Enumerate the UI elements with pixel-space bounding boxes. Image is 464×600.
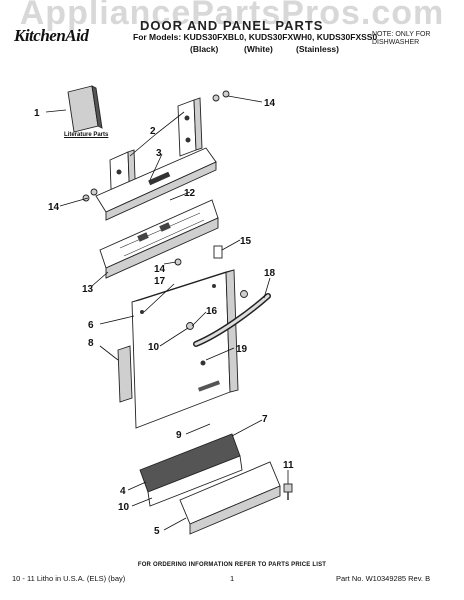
screw-14-top-a: [212, 94, 220, 102]
callout-13: 13: [82, 284, 94, 295]
footer-page-number: 1: [230, 574, 235, 583]
callout-4: 4: [120, 486, 126, 497]
top-trim-panel: [95, 147, 217, 221]
brand-logo: KitchenAid: [14, 26, 89, 45]
callout-14-mid: 14: [154, 264, 166, 275]
screw-14-left-b: [90, 188, 98, 196]
callout-17: 17: [154, 276, 166, 287]
callout-14-left: 14: [48, 202, 60, 213]
variant-white: (White): [244, 44, 273, 54]
literature-booklet: [67, 85, 103, 133]
callout-14-top: 14: [264, 98, 276, 109]
lower-panel: [179, 461, 281, 535]
callout-2: 2: [150, 126, 156, 137]
callout-10-upper: 10: [148, 342, 160, 353]
callout-3: 3: [156, 148, 162, 159]
screw-14-left-a: [82, 194, 90, 202]
callout-19: 19: [236, 344, 248, 355]
product-line-1: NOTE: ONLY FOR: [372, 31, 431, 38]
screw-11: [283, 483, 293, 500]
models-line: For Models: KUDS30FXBL0, KUDS30FXWH0, KU…: [133, 32, 378, 42]
variant-black: (Black): [190, 44, 219, 54]
callout-9: 9: [176, 430, 182, 441]
right-door-bracket: [177, 97, 203, 157]
callout-10-lower: 10: [118, 502, 130, 513]
callout-11: 11: [283, 460, 294, 471]
door-handle: [186, 290, 271, 366]
callout-18: 18: [264, 268, 276, 279]
callout-labels: 1 2 3 12 14 14 14 13 15 17 18 6 16 8 10 …: [34, 98, 294, 537]
ordering-note: FOR ORDERING INFORMATION REFER TO PARTS …: [137, 562, 327, 568]
door-insulation: [117, 345, 133, 403]
callout-15: 15: [240, 236, 252, 247]
callout-8: 8: [88, 338, 94, 349]
callout-1: 1: [34, 108, 40, 119]
control-console: [99, 199, 219, 279]
footer-part-number: Part No. W10349285 Rev. B: [336, 574, 431, 583]
screw-14-top-b: [222, 90, 230, 98]
literature-parts-label: Literature Parts: [64, 132, 109, 138]
page-title: DOOR AND PANEL PARTS: [140, 18, 324, 33]
variant-stainless: (Stainless): [296, 44, 339, 54]
footer-litho: 10 - 11 Litho in U.S.A. (ELS) (bay): [12, 574, 126, 583]
callout-6: 6: [88, 320, 94, 331]
door-outer-panel: [131, 269, 239, 429]
product-type: NOTE: ONLY FOR DISHWASHER: [372, 31, 430, 47]
product-line-2: DISHWASHER: [372, 39, 420, 46]
callout-7: 7: [262, 414, 268, 425]
small-bracket: [213, 245, 223, 259]
callout-12: 12: [184, 188, 196, 199]
callout-5: 5: [154, 526, 160, 537]
callout-16: 16: [206, 306, 218, 317]
watermark: AppliancePartsPros.com: [19, 0, 445, 32]
toe-panel-assembly: [139, 433, 243, 507]
leader-lines: [45, 95, 289, 531]
